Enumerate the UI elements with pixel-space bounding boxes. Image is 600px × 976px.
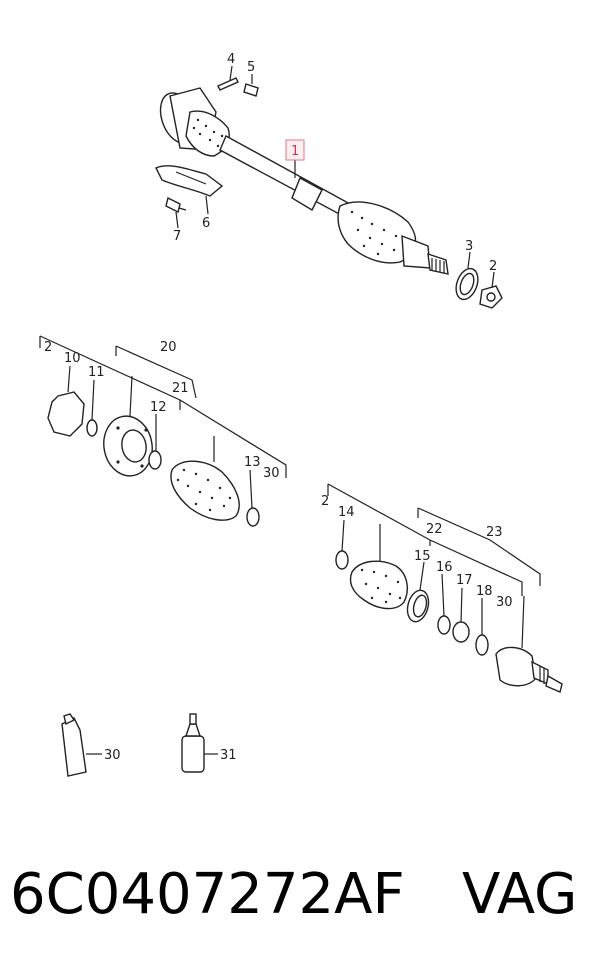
label-part-3: 3 [465, 239, 473, 254]
label-part-7: 7 [173, 229, 181, 244]
label-part-16: 16 [436, 560, 453, 575]
label-part-21: 21 [172, 381, 189, 396]
label-part-18: 18 [476, 584, 493, 599]
label-part-2-top: 2 [489, 259, 497, 274]
label-part-1: 1 [291, 144, 299, 159]
label-part-11: 11 [88, 365, 105, 380]
drive-shaft-assembly: 1 4 5 6 7 3 2 [155, 52, 503, 309]
label-part-20: 20 [160, 340, 177, 355]
label-part-31: 31 [220, 748, 237, 763]
label-part-22: 22 [426, 522, 443, 537]
part-number: 6C0407272AF [10, 862, 405, 927]
label-part-30-mid: 30 [263, 466, 280, 481]
label-part-4: 4 [227, 52, 235, 67]
label-part-17: 17 [456, 573, 473, 588]
exploded-parts-diagram: 1 4 5 6 7 3 2 [39, 52, 563, 777]
label-part-23: 23 [486, 525, 503, 540]
label-part-13: 13 [244, 455, 261, 470]
consumables: 30 31 [61, 713, 237, 777]
label-part-30-grease: 30 [104, 748, 121, 763]
label-part-14: 14 [338, 505, 355, 520]
label-part-15: 15 [414, 549, 431, 564]
inner-joint-kit: 2 10 11 20 21 12 13 30 [39, 335, 287, 527]
label-part-30-lower: 30 [496, 595, 513, 610]
label-part-12: 12 [150, 400, 167, 415]
brand-name: VAG [462, 862, 578, 927]
label-part-10: 10 [64, 351, 81, 366]
label-part-2-mid: 2 [44, 340, 52, 355]
label-part-5: 5 [247, 60, 255, 75]
outer-joint-kit: 2 14 22 23 15 16 17 18 30 [321, 483, 563, 693]
label-part-6: 6 [202, 216, 210, 231]
label-part-2-lower: 2 [321, 494, 329, 509]
